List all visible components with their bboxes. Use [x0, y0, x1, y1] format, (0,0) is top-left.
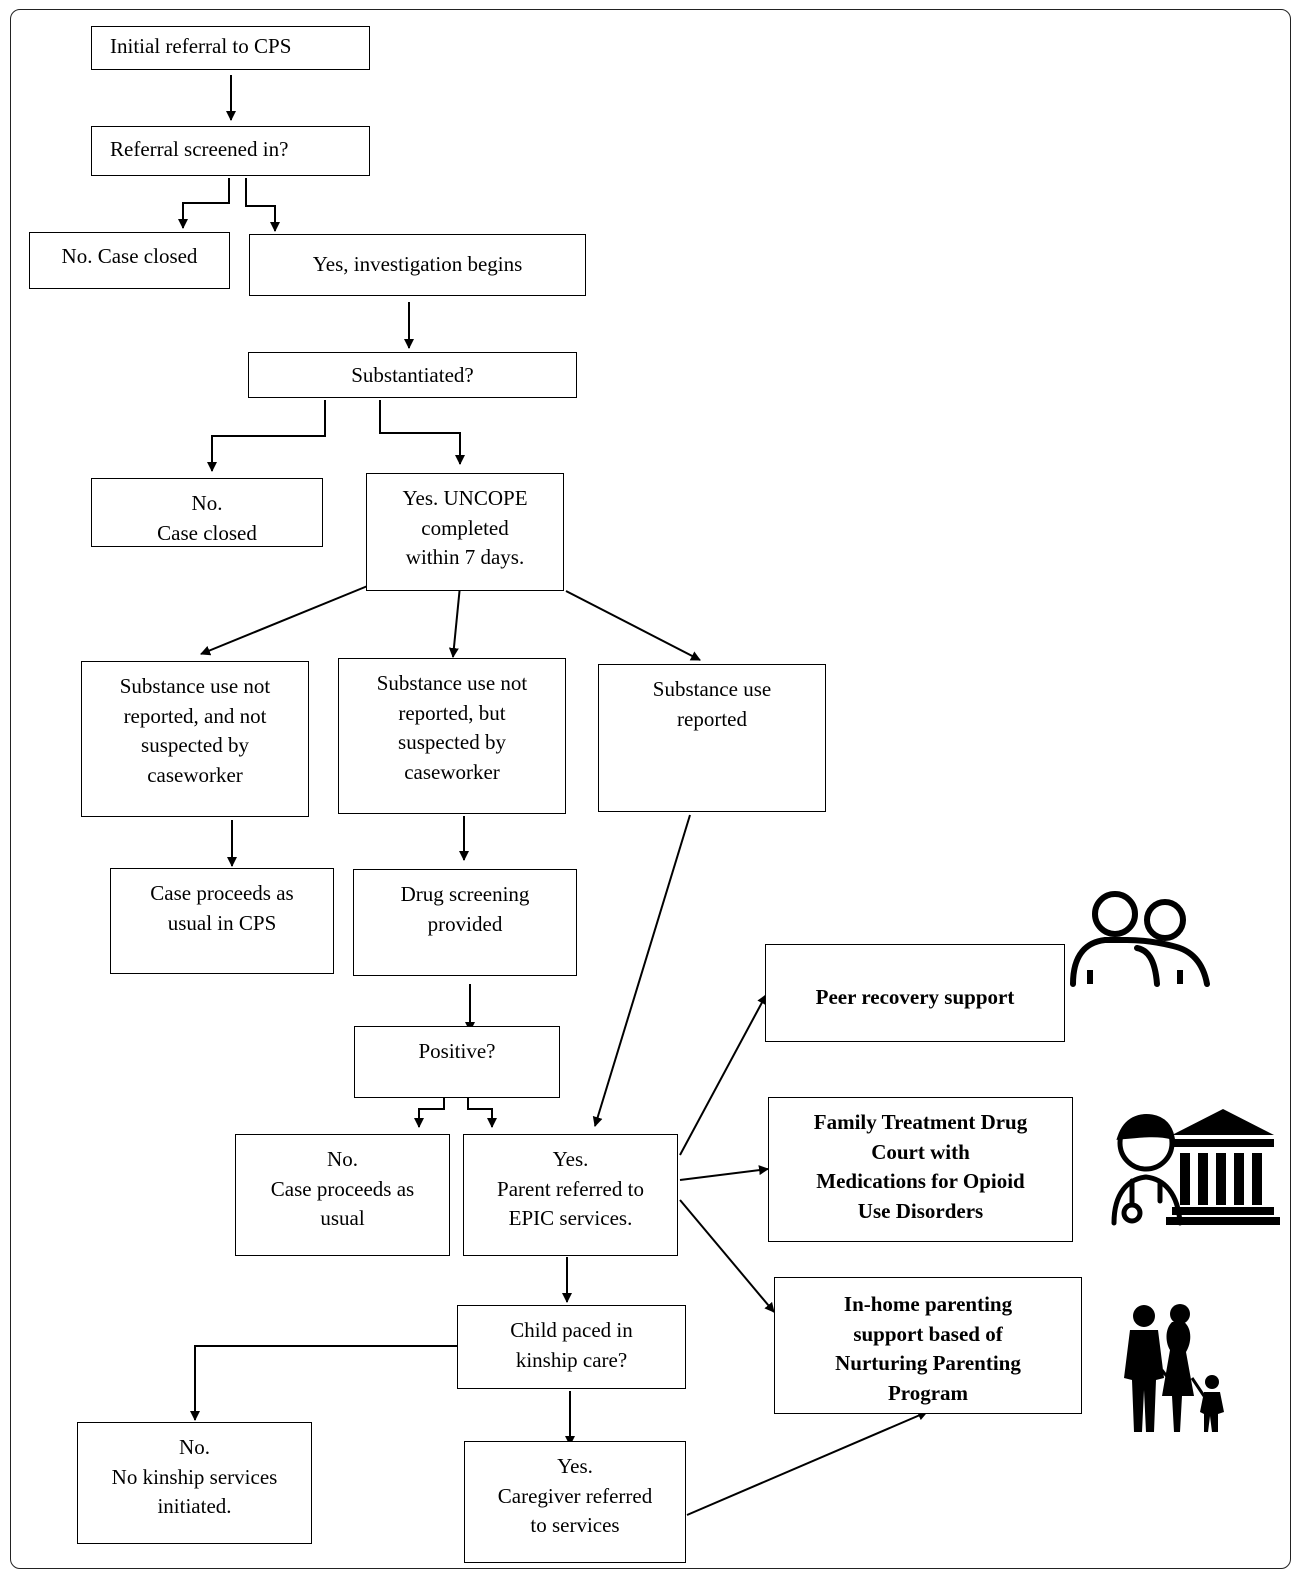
- arrow-reported-to-epic: [592, 814, 691, 1127]
- node-positive-text: Positive?: [418, 1039, 496, 1063]
- node-no-kinship: No. No kinship services initiated.: [77, 1422, 312, 1544]
- arrow-substantiated-to-no: [207, 400, 326, 472]
- node-not-reported-suspected-text: Substance use not reported, but suspecte…: [376, 671, 528, 784]
- node-kinship-care: Child paced in kinship care?: [457, 1305, 686, 1389]
- node-no-case-closed-1: No. Case closed: [29, 232, 230, 289]
- node-substantiated: Substantiated?: [248, 352, 577, 398]
- node-no-case-closed-2-text: No. Case closed: [157, 491, 257, 545]
- node-substance-use-reported-text: Substance use reported: [652, 677, 772, 731]
- arrow-epic-to-peer: [679, 994, 767, 1156]
- doctor-courthouse-icon: [1111, 1109, 1280, 1226]
- node-epic-referral: Yes. Parent referred to EPIC services.: [463, 1134, 678, 1256]
- node-case-proceeds-usual-cps: Case proceeds as usual in CPS: [110, 868, 334, 974]
- arrow-screened-to-no: [178, 178, 230, 229]
- node-drug-screening-text: Drug screening provided: [400, 882, 530, 936]
- node-case-proceeds-usual-cps-text: Case proceeds as usual in CPS: [150, 881, 294, 935]
- node-kinship-care-text: Child paced in kinship care?: [510, 1318, 633, 1372]
- node-drug-screening: Drug screening provided: [353, 869, 577, 976]
- arrow-screened-to-yes: [245, 178, 280, 232]
- node-caregiver-referred: Yes. Caregiver referred to services: [464, 1441, 686, 1563]
- node-uncope-text: Yes. UNCOPE completed within 7 days.: [402, 486, 528, 569]
- node-no-case-closed-2: No. Case closed: [91, 478, 323, 547]
- node-peer-recovery: Peer recovery support: [765, 944, 1065, 1042]
- arrow-epic-to-court: [679, 1165, 769, 1181]
- node-investigation-begins-text: Yes, investigation begins: [312, 252, 523, 276]
- node-referral-screened-text: Referral screened in?: [110, 137, 289, 161]
- node-peer-recovery-text: Peer recovery support: [815, 985, 1015, 1009]
- node-no-case-proceeds: No. Case proceeds as usual: [235, 1134, 450, 1256]
- node-family-drug-court: Family Treatment Drug Court with Medicat…: [768, 1097, 1073, 1242]
- node-not-reported-suspected: Substance use not reported, but suspecte…: [338, 658, 566, 814]
- family-silhouette-icon: [1124, 1304, 1224, 1432]
- node-initial-referral-text: Initial referral to CPS: [110, 34, 292, 58]
- node-substantiated-text: Substantiated?: [351, 363, 474, 387]
- arrow-caregiver-to-parenting: [686, 1410, 928, 1516]
- peer-support-icon: [1070, 891, 1210, 987]
- node-epic-referral-text: Yes. Parent referred to EPIC services.: [497, 1147, 644, 1230]
- node-referral-screened: Referral screened in?: [91, 126, 370, 176]
- arrow-substantiated-to-yes: [379, 400, 465, 465]
- node-not-reported-not-suspected-text: Substance use not reported, and not susp…: [119, 674, 271, 787]
- node-positive: Positive?: [354, 1026, 560, 1098]
- node-in-home-parenting-text: In-home parenting support based of Nurtu…: [835, 1292, 1021, 1405]
- node-no-case-proceeds-text: No. Case proceeds as usual: [270, 1147, 415, 1230]
- node-investigation-begins: Yes, investigation begins: [249, 234, 586, 296]
- arrow-uncope-to-reported: [565, 590, 701, 661]
- arrow-uncope-to-suspected: [448, 585, 461, 658]
- arrow-kinship-to-no: [190, 1345, 458, 1421]
- node-substance-use-reported: Substance use reported: [598, 664, 826, 812]
- node-in-home-parenting: In-home parenting support based of Nurtu…: [774, 1277, 1082, 1414]
- arrow-positive-to-yes: [467, 1091, 497, 1128]
- arrow-epic-to-parenting: [679, 1199, 775, 1313]
- node-initial-referral: Initial referral to CPS: [91, 26, 370, 70]
- node-no-case-closed-1-text: No. Case closed: [61, 244, 198, 268]
- arrow-positive-to-no: [414, 1091, 445, 1128]
- arrow-uncope-to-not-suspected: [200, 584, 371, 656]
- node-no-kinship-text: No. No kinship services initiated.: [111, 1435, 278, 1518]
- node-caregiver-referred-text: Yes. Caregiver referred to services: [497, 1454, 653, 1537]
- node-not-reported-not-suspected: Substance use not reported, and not susp…: [81, 661, 309, 817]
- node-uncope: Yes. UNCOPE completed within 7 days.: [366, 473, 564, 591]
- node-family-drug-court-text: Family Treatment Drug Court with Medicat…: [813, 1110, 1028, 1223]
